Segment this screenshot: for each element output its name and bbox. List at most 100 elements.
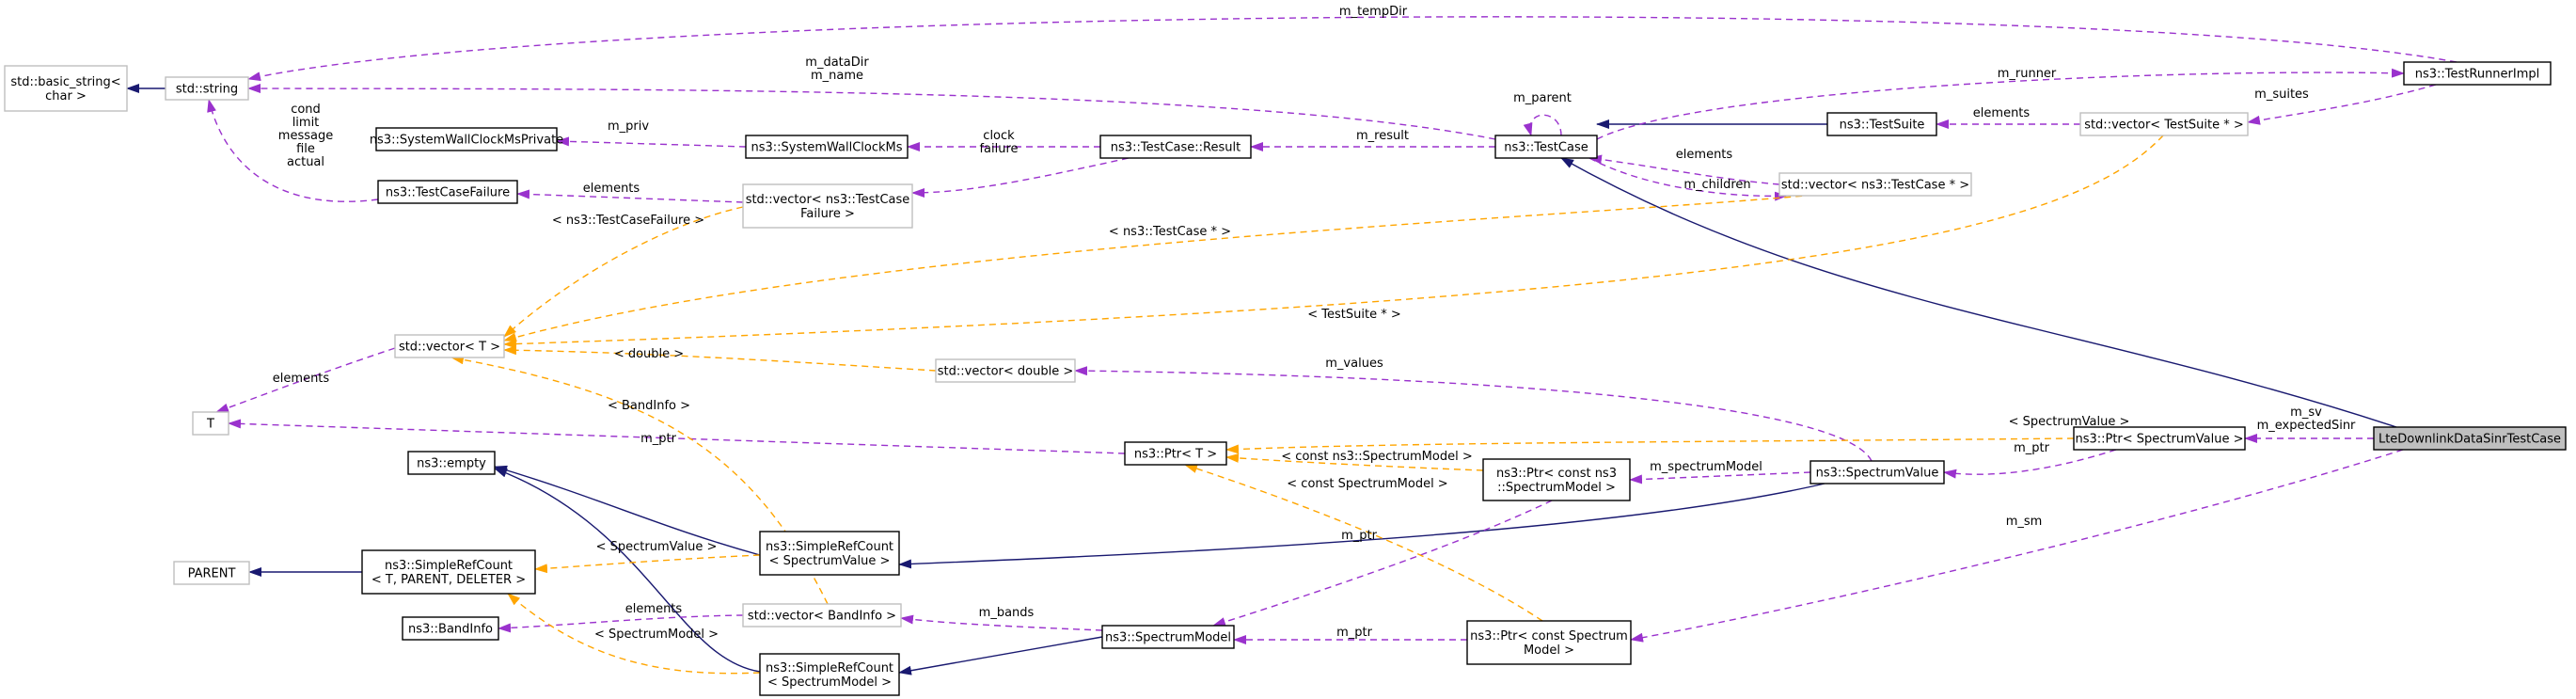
edge-label-tpl-spectrummodel-ref: < SpectrumModel >	[594, 628, 719, 642]
node-band-info[interactable]: ns3::BandInfo	[402, 616, 499, 641]
node-vector-test-case-ptr[interactable]: std::vector< ns3::TestCase * >	[1778, 172, 1972, 197]
template-arrow-36	[1184, 464, 1543, 622]
node-label: ::SpectrumModel >	[1497, 481, 1616, 495]
node-ptr-spectrum-value[interactable]: ns3::Ptr< SpectrumValue >	[2073, 426, 2246, 451]
edge-label-tpl-testcasefailure: < ns3::TestCaseFailure >	[552, 214, 704, 228]
usage-arrow-27	[1943, 449, 2117, 479]
node-vector-double[interactable]: std::vector< double >	[935, 358, 1076, 383]
edge-label-clock-failure-1: clock	[983, 129, 1015, 143]
edge-label-elements-testcases: elements	[1676, 148, 1733, 162]
edge-label-elements-band: elements	[625, 602, 683, 616]
node-vector-band-info[interactable]: std::vector< BandInfo >	[742, 603, 902, 628]
template-arrow-37	[534, 554, 761, 574]
edge-label-m-temp-dir: m_tempDir	[1339, 5, 1408, 19]
node-label: std::vector< ns3::TestCase * >	[1781, 179, 1969, 193]
usage-arrow-10	[247, 84, 1496, 140]
node-label: std::vector< ns3::TestCase	[746, 193, 910, 207]
node-label: T	[206, 418, 214, 432]
edge-label-string-members-4: file	[296, 142, 315, 156]
node-label: std::basic_string<	[10, 75, 120, 89]
node-t[interactable]: T	[192, 411, 229, 436]
edge-label-m-data-dir-name-2: m_name	[811, 69, 863, 83]
edge-label-m-ptr-b: m_ptr	[1336, 626, 1373, 640]
node-string[interactable]: std::string	[165, 76, 249, 101]
node-system-wall-clock-ms-private[interactable]: ns3::SystemWallClockMsPrivate	[370, 127, 563, 151]
node-ptr-const-spectrum-model-a[interactable]: ns3::Ptr< const ns3::SpectrumModel >	[1482, 458, 1631, 501]
node-box	[742, 183, 913, 229]
node-vector-t[interactable]: std::vector< T >	[394, 334, 505, 358]
edge-label-elements-t: elements	[273, 372, 330, 386]
edge-label-m-sm: m_sm	[2006, 515, 2043, 529]
template-arrow-41	[503, 135, 2164, 349]
node-test-runner-impl[interactable]: ns3::TestRunnerImpl	[2403, 61, 2552, 86]
usage-arrow-22	[911, 157, 1130, 198]
usage-arrow-14	[207, 99, 379, 202]
node-parent[interactable]: PARENT	[173, 561, 250, 585]
node-box	[742, 603, 902, 628]
node-simple-ref-count-tpd[interactable]: ns3::SimpleRefCount< T, PARENT, DELETER …	[361, 549, 536, 595]
node-label: ns3::SimpleRefCount	[766, 661, 893, 675]
edge-label-m-parent: m_parent	[1513, 91, 1572, 105]
node-system-wall-clock-ms[interactable]: ns3::SystemWallClockMs	[745, 135, 909, 159]
node-box	[4, 65, 128, 112]
node-test-suite[interactable]: ns3::TestSuite	[1826, 112, 1937, 136]
usage-arrow-15	[556, 136, 747, 148]
node-box	[2073, 426, 2246, 451]
node-box	[759, 531, 900, 576]
node-vector-test-suite-ptr[interactable]: std::vector< TestSuite * >	[2079, 112, 2249, 136]
node-box	[377, 180, 518, 204]
usage-arrow-29	[1630, 449, 2404, 643]
template-arrow-42	[503, 345, 937, 372]
node-box	[1466, 620, 1632, 665]
edge-label-m-result: m_result	[1356, 129, 1409, 143]
node-label: ns3::BandInfo	[408, 623, 493, 637]
node-spectrum-value[interactable]: ns3::SpectrumValue	[1810, 460, 1945, 485]
usage-arrow-33	[498, 614, 744, 633]
node-box	[1101, 625, 1235, 649]
edge-label-m-data-dir-name-1: m_dataDir	[805, 56, 869, 70]
node-box	[402, 616, 499, 641]
node-vector-test-case-failure[interactable]: std::vector< ns3::TestCaseFailure >	[742, 183, 913, 229]
edge-label-m-runner: m_runner	[1998, 67, 2057, 81]
node-test-case-failure[interactable]: ns3::TestCaseFailure	[377, 180, 518, 204]
edge-label-string-members-5: actual	[287, 155, 324, 169]
node-basic-string[interactable]: std::basic_string<char >	[4, 65, 128, 112]
node-label: std::string	[176, 83, 238, 97]
node-label: ns3::TestCaseFailure	[386, 186, 510, 200]
node-label: ns3::empty	[417, 457, 486, 471]
template-arrow-34	[1225, 437, 2075, 454]
node-label: char >	[45, 89, 87, 103]
usage-arrow-25	[228, 419, 1126, 454]
node-simple-ref-count-sm[interactable]: ns3::SimpleRefCount< SpectrumModel >	[759, 653, 900, 696]
node-label: ns3::TestRunnerImpl	[2415, 68, 2540, 82]
node-test-case-result[interactable]: ns3::TestCase::Result	[1099, 135, 1252, 159]
edge-label-tpl-testcaseptr: < ns3::TestCase * >	[1109, 225, 1231, 239]
node-box	[192, 411, 229, 436]
usage-arrow-23	[215, 347, 396, 413]
node-box	[1482, 458, 1631, 501]
node-box	[394, 334, 505, 358]
node-label: ns3::TestCase	[1504, 141, 1588, 155]
node-spectrum-model[interactable]: ns3::SpectrumModel	[1101, 625, 1235, 649]
edge-label-m-sv-expected-1: m_sv	[2290, 405, 2322, 420]
node-ptr-const-spectrum-model-b[interactable]: ns3::Ptr< const SpectrumModel >	[1466, 620, 1632, 665]
node-simple-ref-count-sv[interactable]: ns3::SimpleRefCount< SpectrumValue >	[759, 531, 900, 576]
node-label: ns3::Ptr< const ns3	[1496, 467, 1617, 481]
template-arrow-39	[503, 206, 744, 338]
edge-label-string-members-1: cond	[291, 103, 321, 117]
node-label: PARENT	[188, 567, 236, 581]
template-arrow-43	[450, 355, 829, 605]
edge-label-tpl-spectrumvalue-ref: < SpectrumValue >	[596, 540, 718, 554]
node-label: ns3::SpectrumModel	[1105, 631, 1231, 645]
node-ptr-t[interactable]: ns3::Ptr< T >	[1124, 441, 1227, 466]
usage-arrow-31	[1212, 500, 1553, 627]
edge-label-tpl-spectrumvalue-ptr: < SpectrumValue >	[2009, 415, 2130, 429]
node-label: ns3::TestCase::Result	[1111, 141, 1241, 155]
node-label: std::vector< double >	[938, 365, 1073, 379]
node-empty[interactable]: ns3::empty	[407, 451, 496, 475]
node-label: ns3::SimpleRefCount	[385, 559, 513, 573]
node-test-case[interactable]: ns3::TestCase	[1494, 135, 1598, 159]
node-lte-downlink-data-sinr-test-case[interactable]: LteDownlinkDataSinrTestCase	[2373, 426, 2567, 451]
inheritance-arrow-5	[494, 465, 761, 556]
node-label: ns3::TestSuite	[1840, 119, 1925, 133]
